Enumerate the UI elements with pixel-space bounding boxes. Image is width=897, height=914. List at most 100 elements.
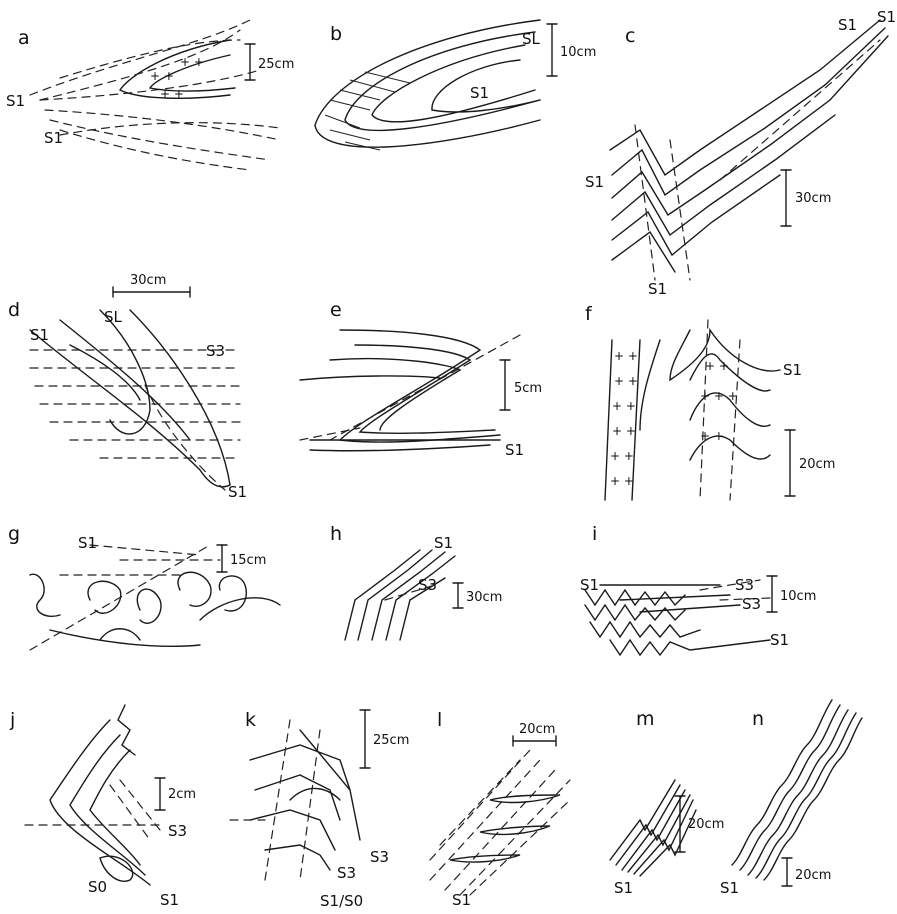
panel-letter-h: h	[330, 523, 342, 545]
panel-m-scale-label: 20cm	[688, 817, 724, 832]
panel-a-scale-bar: 25cm	[245, 44, 294, 80]
panel-a-label-s1-lower: S1	[44, 129, 63, 147]
panel-k-label-s3-right: S3	[370, 848, 389, 866]
svg-text:+ +: + +	[614, 374, 638, 388]
panel-h-label-s3: S3	[418, 576, 437, 594]
panel-i: i S1 S3 S3 S1 10cm	[580, 523, 816, 655]
panel-k-label-s1-s0: S1/S0	[320, 892, 363, 910]
panel-d-label-sl: SL	[104, 308, 123, 326]
panel-j-scale-label: 2cm	[168, 787, 196, 802]
panel-h-scale-label: 30cm	[466, 590, 502, 605]
panel-e: e S1 5cm	[300, 299, 542, 459]
panel-f-label-s1: S1	[783, 361, 802, 379]
svg-text:+ +: + +	[700, 429, 724, 443]
panel-letter-b: b	[330, 23, 342, 45]
svg-text:+ +: + +	[612, 399, 636, 413]
panel-j-label-s3: S3	[168, 822, 187, 840]
panel-h-fold	[345, 550, 455, 640]
panel-d-label-s1-upper: S1	[30, 326, 49, 344]
panel-letter-e: e	[330, 299, 342, 321]
panel-k-scale-label: 25cm	[373, 733, 409, 748]
panel-letter-m: m	[636, 708, 655, 730]
panel-l-scale-bar: 20cm	[513, 722, 556, 746]
panel-b: b SL S1 10cm	[315, 20, 596, 150]
panel-l-fabric	[430, 750, 570, 895]
panel-j-label-s1: S1	[160, 891, 179, 909]
panel-d-label-s1-lower: S1	[228, 483, 247, 501]
panel-i-label-s1-left: S1	[580, 576, 599, 594]
panel-g-scale-label: 15cm	[230, 553, 266, 568]
panel-c-label-s1-b: S1	[877, 8, 896, 26]
panel-e-fold	[300, 330, 520, 451]
panel-b-label-sl: SL	[522, 30, 541, 48]
panel-d-fold	[30, 310, 240, 490]
svg-text:+ +: + +	[610, 449, 634, 463]
panel-n: n S1 20cm	[720, 700, 862, 897]
panel-i-label-s1-right: S1	[770, 631, 789, 649]
panel-letter-j: j	[9, 709, 15, 731]
panel-j: j S3 S0 S1 2cm	[9, 705, 196, 909]
panel-letter-g: g	[8, 523, 20, 545]
panel-l-scale-label: 20cm	[519, 722, 555, 737]
panel-k-fold	[230, 720, 360, 880]
svg-text:+ + +: + + +	[700, 389, 738, 403]
panel-d-scale-label: 30cm	[130, 273, 166, 288]
panel-c-label-s1-c: S1	[585, 173, 604, 191]
panel-h-label-s1: S1	[434, 534, 453, 552]
panel-d: d SL S1 S3 S1 30cm	[8, 273, 247, 501]
panel-b-scale-label: 10cm	[560, 45, 596, 60]
panel-j-scale-bar: 2cm	[155, 778, 196, 810]
svg-text:+ +: + +	[180, 55, 204, 69]
panel-k-scale-bar: 25cm	[360, 710, 409, 768]
panel-m: m S1 20cm	[610, 708, 724, 897]
panel-d-scale-bar: 30cm	[113, 273, 190, 297]
panel-letter-k: k	[245, 709, 256, 731]
panel-n-scale-bar: 20cm	[782, 858, 831, 886]
panel-m-fabric	[610, 780, 696, 876]
panel-b-scale-bar: 10cm	[547, 24, 596, 76]
panel-m-label-s1: S1	[614, 879, 633, 897]
panel-f-scale-label: 20cm	[799, 457, 835, 472]
panel-a-fold: + + + + + +	[30, 20, 280, 170]
panel-d-label-s3: S3	[206, 342, 225, 360]
panel-h: h S1 S3 30cm	[330, 523, 502, 640]
panel-i-scale-bar: 10cm	[767, 576, 816, 612]
panel-b-label-s1: S1	[470, 84, 489, 102]
svg-text:+ +: + +	[150, 69, 174, 83]
panel-a-label-s1-upper: S1	[6, 92, 25, 110]
panel-h-scale-bar: 30cm	[453, 583, 502, 608]
panel-letter-f: f	[585, 303, 593, 325]
panel-j-fold	[25, 705, 160, 885]
panel-l-label-s1: S1	[452, 891, 471, 909]
svg-text:+ +: + +	[614, 349, 638, 363]
panel-f-scale-bar: 20cm	[785, 430, 835, 496]
svg-text:+ +: + +	[705, 359, 729, 373]
panel-c-scale-bar: 30cm	[781, 170, 831, 226]
panel-i-label-s3-lower: S3	[742, 595, 761, 613]
panel-c: c S1 S1 S1 S1 30cm	[585, 8, 896, 298]
svg-text:+ +: + +	[160, 87, 184, 101]
panel-c-label-s1-a: S1	[838, 16, 857, 34]
svg-text:+ +: + +	[612, 424, 636, 438]
panel-letter-a: a	[18, 27, 30, 49]
panel-i-label-s3-upper: S3	[735, 576, 754, 594]
panel-g: g S1 15cm	[8, 523, 280, 650]
panel-e-scale-label: 5cm	[514, 381, 542, 396]
panel-letter-l: l	[437, 709, 442, 731]
panel-n-scale-label: 20cm	[795, 868, 831, 883]
panel-g-label-s1: S1	[78, 534, 97, 552]
panel-i-scale-label: 10cm	[780, 589, 816, 604]
panel-m-scale-bar: 20cm	[675, 796, 724, 852]
panel-a-scale-label: 25cm	[258, 57, 294, 72]
panel-f-fold: + + + + + + + + + + + + + + + + + + +	[605, 320, 780, 500]
panel-b-fold	[315, 20, 540, 150]
panel-k-label-s3-lower: S3	[337, 864, 356, 882]
panel-e-scale-bar: 5cm	[500, 360, 542, 410]
panel-k: k S3 S3 S1/S0 25cm	[230, 709, 409, 910]
panel-letter-n: n	[752, 708, 764, 730]
panel-c-scale-label: 30cm	[795, 191, 831, 206]
panel-c-label-s1-d: S1	[648, 280, 667, 298]
panel-letter-c: c	[625, 25, 635, 47]
panel-l: l S1 20cm	[430, 709, 570, 909]
